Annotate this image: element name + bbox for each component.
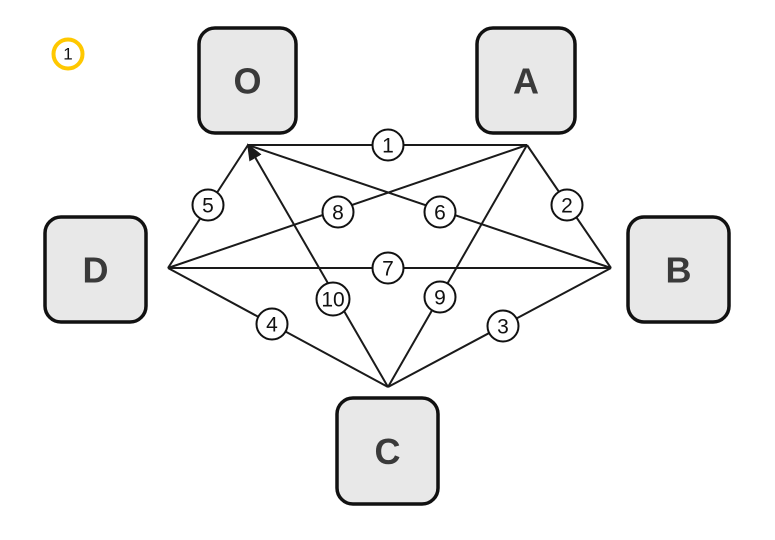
node-a: A bbox=[475, 26, 577, 135]
node-box-c bbox=[335, 396, 440, 506]
node-label-c: C bbox=[375, 431, 401, 472]
edge-label-number-4: 4 bbox=[266, 314, 278, 337]
edge-label-number-2: 2 bbox=[561, 195, 573, 218]
edge-label-number-5: 5 bbox=[202, 195, 214, 218]
edge-label-number-7: 7 bbox=[382, 258, 394, 281]
node-label-b: B bbox=[666, 249, 692, 290]
edge-label-9: 9 bbox=[423, 280, 457, 314]
node-label-a: A bbox=[513, 60, 539, 101]
node-label-o: O bbox=[233, 60, 261, 101]
edge-label-number-6: 6 bbox=[434, 202, 446, 225]
edge-label-number-10: 10 bbox=[321, 289, 344, 312]
edge-label-circle-10 bbox=[315, 281, 351, 317]
node-label-d: D bbox=[83, 249, 109, 290]
node-d: D bbox=[43, 215, 148, 324]
edge-label-circle-8 bbox=[321, 195, 355, 229]
edge-label-circle-6 bbox=[423, 195, 457, 229]
edge-label-6: 6 bbox=[423, 195, 457, 229]
node-box-d bbox=[43, 215, 148, 324]
question-number-label: 1 bbox=[63, 44, 73, 64]
node-c: C bbox=[335, 396, 440, 506]
edge-label-circle-5 bbox=[191, 188, 225, 222]
node-box-b bbox=[626, 215, 731, 324]
edge-label-circle-9 bbox=[423, 280, 457, 314]
edge-label-2: 2 bbox=[550, 188, 584, 222]
edge-label-circle-7 bbox=[371, 251, 405, 285]
edge-label-7: 7 bbox=[371, 251, 405, 285]
edge-line-a-c bbox=[387, 144, 528, 388]
node-box-a bbox=[475, 26, 577, 135]
edge-label-number-3: 3 bbox=[497, 316, 509, 339]
edge-label-5: 5 bbox=[191, 188, 225, 222]
edge-line-c-o bbox=[246, 143, 389, 388]
question-number-badge: 1 bbox=[51, 37, 85, 71]
node-box-o bbox=[197, 26, 298, 135]
edge-label-10: 10 bbox=[315, 281, 351, 317]
edge-label-4: 4 bbox=[255, 307, 289, 341]
edge-label-number-8: 8 bbox=[332, 202, 344, 225]
node-o: O bbox=[197, 26, 298, 135]
edge-label-number-9: 9 bbox=[434, 287, 446, 310]
edge-label-circle-3 bbox=[486, 309, 520, 343]
edge-label-3: 3 bbox=[486, 309, 520, 343]
edge-label-circle-1 bbox=[371, 128, 405, 162]
edge-label-8: 8 bbox=[321, 195, 355, 229]
node-b: B bbox=[626, 215, 731, 324]
edge-label-number-1: 1 bbox=[382, 135, 394, 158]
edge-label-circle-4 bbox=[255, 307, 289, 341]
edge-label-1: 1 bbox=[371, 128, 405, 162]
edge-label-circle-2 bbox=[550, 188, 584, 222]
